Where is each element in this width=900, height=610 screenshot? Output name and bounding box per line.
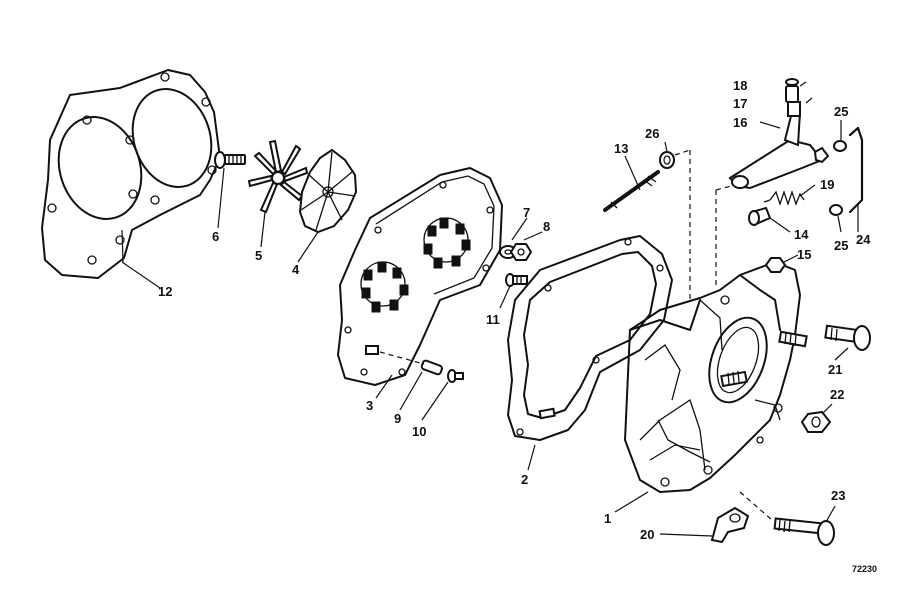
part-5-reed-valve <box>247 139 309 214</box>
part-26-nut <box>659 151 675 169</box>
label-26: 26 <box>645 126 659 141</box>
label-17: 17 <box>733 96 747 111</box>
part-21-bolt <box>824 324 871 351</box>
part-22-nut <box>800 410 832 433</box>
part-4-petal-plate <box>298 148 358 234</box>
label-20: 20 <box>640 527 654 542</box>
part-9-dowel-pin <box>420 359 443 376</box>
drawing-number: 72230 <box>852 564 877 574</box>
label-1: 1 <box>604 511 611 526</box>
label-22: 22 <box>830 387 844 402</box>
label-4: 4 <box>292 262 300 277</box>
part-23-bolt <box>773 517 835 546</box>
part-8-nut <box>509 243 533 261</box>
part-16-lever <box>728 101 830 190</box>
label-2: 2 <box>521 472 528 487</box>
part-13-stud <box>603 170 660 212</box>
label-10: 10 <box>412 424 426 439</box>
label-15: 15 <box>797 247 811 262</box>
label-18: 18 <box>733 78 747 93</box>
label-16: 16 <box>733 115 747 130</box>
label-21: 21 <box>828 362 842 377</box>
part-2-gasket <box>507 235 673 441</box>
part-labels: 1 2 3 4 5 6 7 8 9 10 11 12 13 14 15 16 1… <box>158 78 877 574</box>
label-6: 6 <box>212 229 219 244</box>
label-3: 3 <box>366 398 373 413</box>
label-23: 23 <box>831 488 845 503</box>
part-12-gasket <box>41 69 221 279</box>
part-25-ball-joint-upper <box>833 140 847 152</box>
part-6-screw <box>214 151 246 169</box>
label-5: 5 <box>255 248 262 263</box>
label-13: 13 <box>614 141 628 156</box>
leader-lines <box>121 81 859 537</box>
part-18-washer <box>785 78 799 86</box>
part-14-bushing <box>748 206 772 226</box>
part-3-reed-plate <box>337 167 503 386</box>
label-9: 9 <box>394 411 401 426</box>
label-7: 7 <box>523 205 530 220</box>
label-25-upper: 25 <box>834 104 848 119</box>
part-10-screw <box>447 369 464 383</box>
label-24: 24 <box>856 232 871 247</box>
part-17-spacer <box>785 85 799 103</box>
label-19: 19 <box>820 177 834 192</box>
part-19-spring <box>763 189 805 207</box>
part-25-ball-joint-lower <box>829 204 843 216</box>
part-15-nut <box>764 257 787 273</box>
part-1-manifold <box>624 260 808 493</box>
label-14: 14 <box>794 227 809 242</box>
label-11: 11 <box>486 312 500 327</box>
label-8: 8 <box>543 219 550 234</box>
label-25-lower: 25 <box>834 238 848 253</box>
part-24-link-rod <box>848 126 864 214</box>
part-20-clip <box>710 506 750 544</box>
label-12: 12 <box>158 284 172 299</box>
part-11-screw <box>505 273 528 287</box>
